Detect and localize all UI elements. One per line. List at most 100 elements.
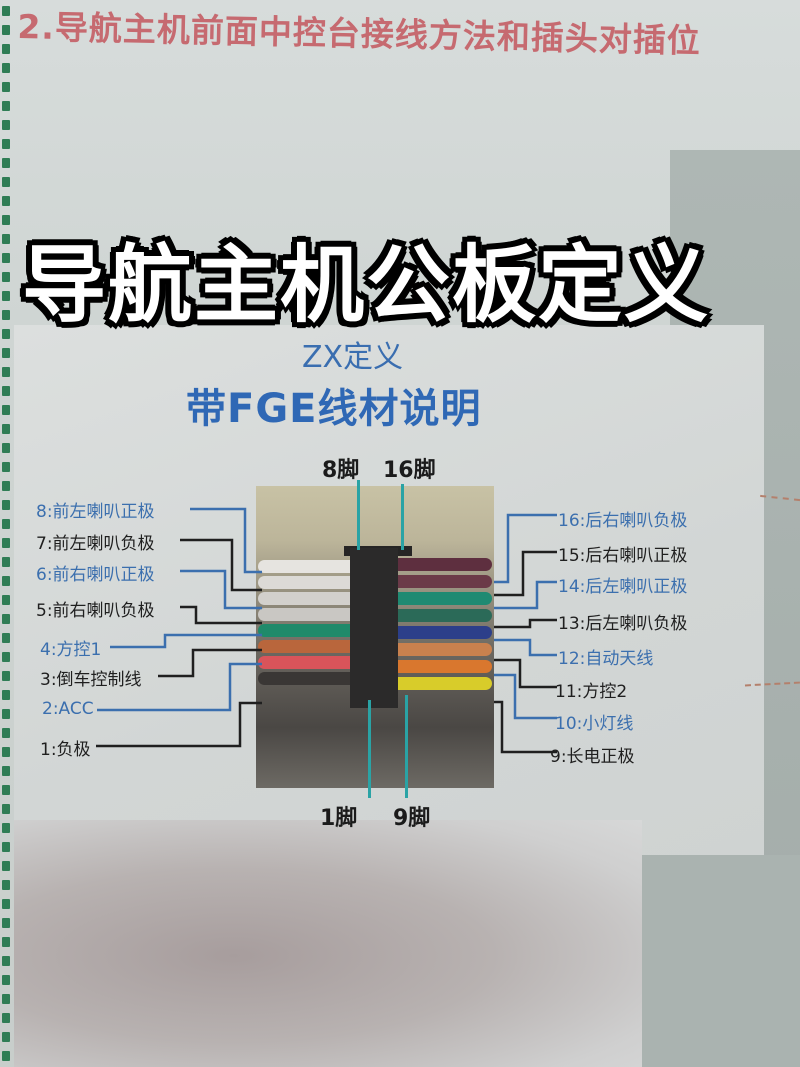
wire-left — [258, 592, 363, 605]
sprocket-hole — [2, 766, 10, 776]
sprocket-hole — [2, 367, 10, 377]
sprocket-hole — [2, 158, 10, 168]
wire-right — [392, 575, 492, 588]
wire-left — [258, 640, 363, 653]
sprocket-hole — [2, 633, 10, 643]
sprocket-hole — [2, 1051, 10, 1061]
sprocket-hole — [2, 956, 10, 966]
sprocket-hole — [2, 652, 10, 662]
pin-marker-16: 16脚 — [383, 458, 436, 483]
sprocket-hole — [2, 310, 10, 320]
sprocket-hole — [2, 918, 10, 928]
background-paper-lower-right — [642, 855, 800, 1067]
sprocket-hole — [2, 443, 10, 453]
sprocket-hole — [2, 861, 10, 871]
sprocket-hole — [2, 842, 10, 852]
sprocket-hole — [2, 557, 10, 567]
sprocket-hole — [2, 101, 10, 111]
wire-right — [392, 643, 492, 656]
sprocket-hole — [2, 1032, 10, 1042]
sprocket-hole — [2, 63, 10, 73]
sprocket-hole — [2, 975, 10, 985]
pin16-lead-line — [401, 484, 404, 550]
sprocket-hole — [2, 747, 10, 757]
pin-label-4: 4:方控1 — [40, 640, 102, 660]
sprocket-hole — [2, 994, 10, 1004]
sprocket-hole — [2, 500, 10, 510]
sprocket-hole — [2, 785, 10, 795]
pin-marker-1: 1脚 — [320, 806, 358, 831]
sprocket-hole — [2, 576, 10, 586]
pin-label-15: 15:后右喇叭正极 — [558, 546, 688, 566]
sprocket-hole — [2, 253, 10, 263]
wire-right — [392, 660, 492, 673]
sprocket-hole — [2, 538, 10, 548]
sprocket-hole — [2, 424, 10, 434]
sprocket-hole — [2, 82, 10, 92]
sprocket-hole — [2, 462, 10, 472]
wire-left — [258, 576, 363, 589]
pin9-lead-line — [405, 695, 408, 798]
sprocket-hole — [2, 405, 10, 415]
pin-label-8: 8:前左喇叭正极 — [36, 502, 155, 522]
wire-right — [392, 592, 492, 605]
wire-left — [258, 672, 363, 685]
sprocket-hole — [2, 671, 10, 681]
pin-label-14: 14:后左喇叭正极 — [558, 577, 688, 597]
sprocket-hole — [2, 1013, 10, 1023]
sprocket-hole — [2, 690, 10, 700]
pin-label-16: 16:后右喇叭负极 — [558, 511, 688, 531]
pin-label-9: 9:长电正极 — [550, 747, 635, 767]
sprocket-hole — [2, 386, 10, 396]
wire-right — [392, 677, 492, 690]
wire-left — [258, 624, 363, 637]
sprocket-hole — [2, 614, 10, 624]
pin-label-10: 10:小灯线 — [555, 714, 634, 734]
wire-left — [258, 608, 363, 621]
sprocket-hole — [2, 823, 10, 833]
sprocket-hole — [2, 44, 10, 54]
pin-label-5: 5:前右喇叭负极 — [36, 601, 155, 621]
pin-label-1: 1:负极 — [40, 740, 91, 760]
pin1-lead-line — [368, 700, 371, 798]
sprocket-hole — [2, 177, 10, 187]
sprocket-hole — [2, 709, 10, 719]
sprocket-hole — [2, 519, 10, 529]
pin-marker-8: 8脚 — [322, 458, 360, 483]
sprocket-hole — [2, 272, 10, 282]
wire-left — [258, 560, 363, 573]
sprocket-hole — [2, 595, 10, 605]
pin8-lead-line — [357, 480, 360, 550]
sprocket-hole — [2, 6, 10, 16]
sprocket-hole — [2, 139, 10, 149]
wire-right — [392, 609, 492, 622]
sprocket-hole — [2, 25, 10, 35]
sprocket-hole — [2, 196, 10, 206]
sprocket-hole — [2, 880, 10, 890]
sprocket-hole — [2, 804, 10, 814]
sprocket-hole — [2, 348, 10, 358]
sprocket-hole — [2, 215, 10, 225]
sprocket-hole — [2, 329, 10, 339]
wire-left — [258, 656, 363, 669]
sprocket-hole — [2, 899, 10, 909]
pin-label-2: 2:ACC — [42, 699, 94, 719]
sprocket-holes-strip — [0, 0, 14, 1067]
wire-right — [392, 626, 492, 639]
sprocket-hole — [2, 481, 10, 491]
diagram-subtitle: ZX定义 — [302, 340, 404, 375]
pin-label-11: 11:方控2 — [555, 682, 628, 702]
sprocket-hole — [2, 120, 10, 130]
pin-label-3: 3:倒车控制线 — [40, 670, 142, 690]
pin-label-6: 6:前右喇叭正极 — [36, 565, 155, 585]
connector-body — [350, 548, 398, 708]
pin-marker-9: 9脚 — [393, 806, 431, 831]
paper-shadow-area — [14, 820, 642, 1067]
sprocket-hole — [2, 234, 10, 244]
sprocket-hole — [2, 728, 10, 738]
sprocket-hole — [2, 937, 10, 947]
diagram-title: 带FGE线材说明 — [186, 386, 482, 432]
pin-label-12: 12:自动天线 — [558, 649, 654, 669]
sprocket-hole — [2, 291, 10, 301]
